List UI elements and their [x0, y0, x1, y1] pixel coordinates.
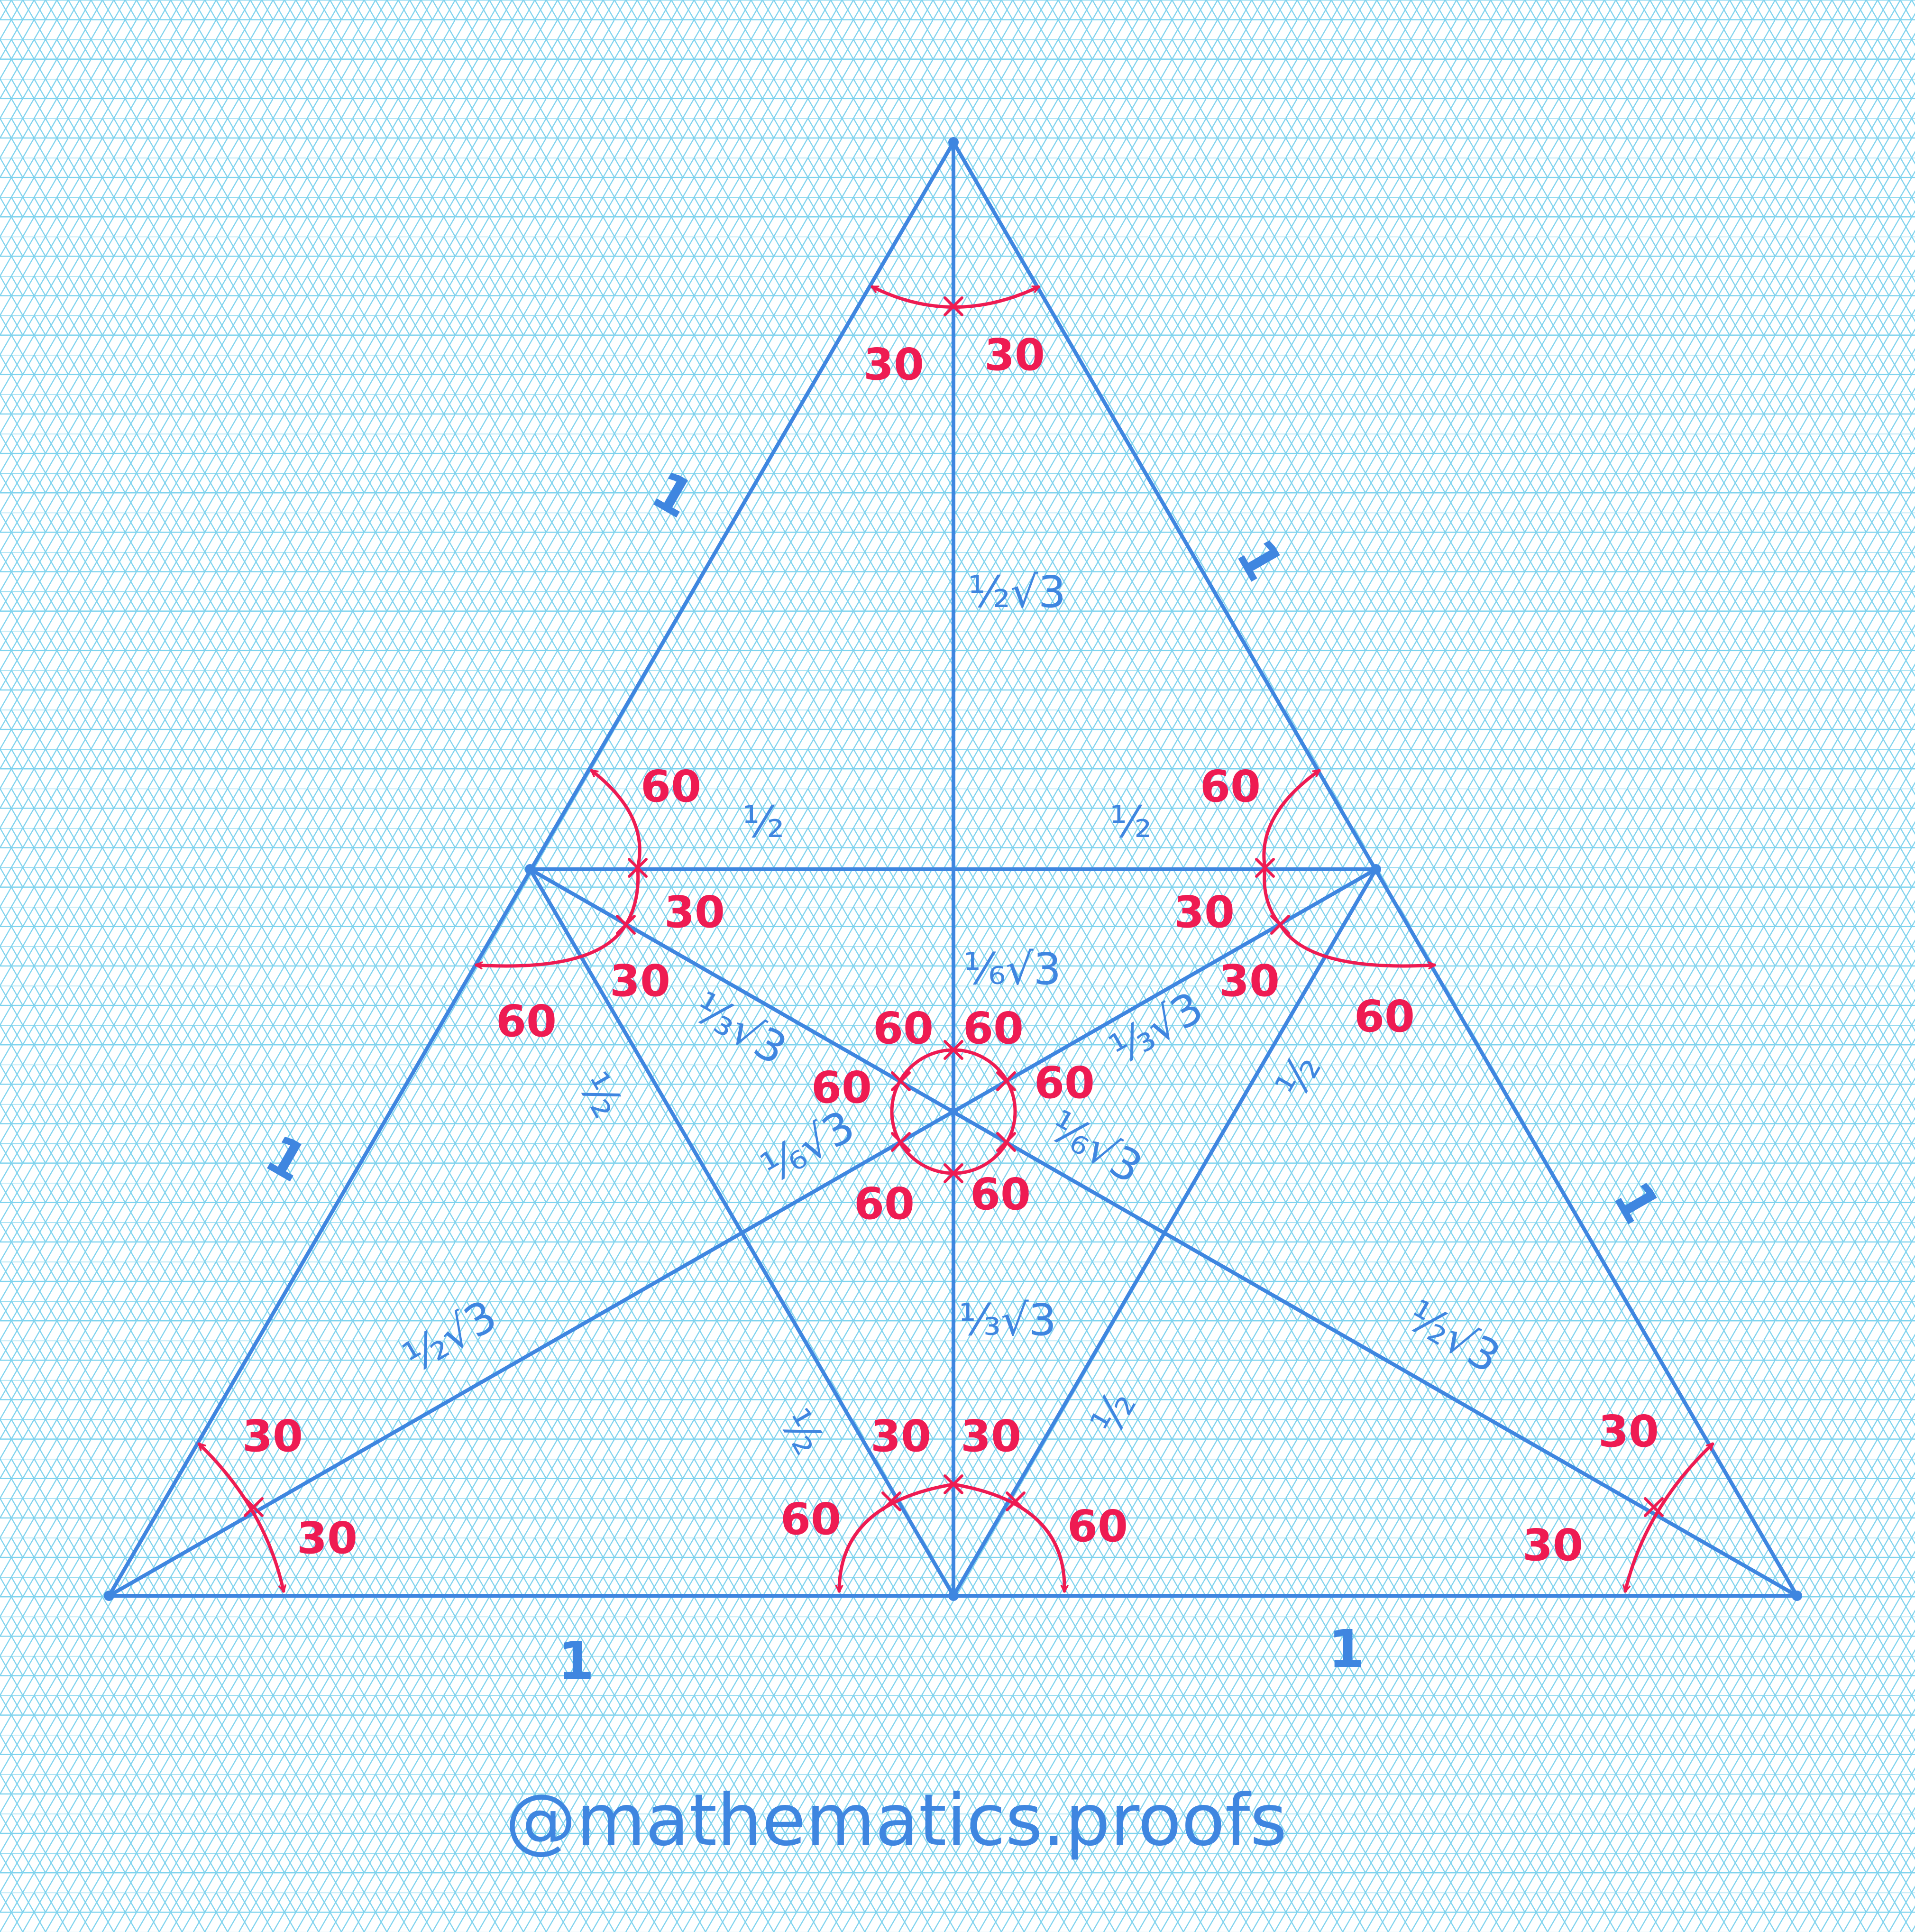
- base-label-right: 1: [1329, 1619, 1365, 1679]
- signature: @mathematics.proofs: [505, 1779, 1287, 1862]
- right-mid-arc-upper: [1262, 769, 1321, 870]
- angle-right-mid-top: 60: [1200, 761, 1261, 812]
- angle-center-3: 60: [811, 1062, 872, 1113]
- angle-labels: 30 30 60 30 30 60 60 30 30 60 60 60 60 6…: [242, 330, 1659, 1571]
- angle-base-mid-right30: 30: [961, 1411, 1021, 1462]
- angle-center-1: 60: [873, 1003, 934, 1054]
- bottom-right-arc: [1622, 1442, 1714, 1593]
- left-mid-arc-upper: [590, 769, 641, 870]
- label-upper-center: ⅙√3: [963, 944, 1061, 994]
- angle-left-mid-middle: 30: [664, 887, 725, 938]
- bottom-left-arc: [197, 1442, 287, 1593]
- left-mid-arc-lower: [475, 923, 628, 970]
- label-mid-left-half: ½: [742, 797, 784, 847]
- angle-bottom-right-top: 30: [1598, 1406, 1659, 1457]
- angle-left-mid-top: 60: [641, 761, 701, 812]
- bottom-right-vertex: [1792, 1591, 1802, 1601]
- label-mid-right-half: ½: [1109, 797, 1152, 847]
- angle-right-mid-out: 60: [1354, 991, 1415, 1042]
- right-midpoint-vertex: [1371, 864, 1381, 874]
- arc-crossing-ticks: [244, 296, 1664, 1517]
- left-mid-arc-middle: [624, 866, 640, 927]
- angle-right-mid-low: 30: [1219, 956, 1280, 1006]
- right-mid-arc-lower: [1278, 923, 1436, 970]
- angle-bottom-right-bottom: 30: [1522, 1520, 1583, 1571]
- angle-base-mid-left60: 60: [780, 1494, 841, 1545]
- label-top-altitude: ½√3: [968, 567, 1066, 617]
- angle-right-mid-middle: 30: [1174, 887, 1235, 938]
- label-lower-center: ⅓√3: [959, 1295, 1056, 1345]
- angle-left-mid-low: 30: [610, 956, 670, 1006]
- base-label-left: 1: [558, 1630, 595, 1691]
- angle-apex-left: 30: [863, 339, 924, 390]
- vertex-dots: [104, 137, 1802, 1601]
- angle-base-mid-right60: 60: [1067, 1501, 1128, 1552]
- angle-center-2: 60: [963, 1003, 1024, 1054]
- base-midpoint-vertex: [948, 1591, 959, 1601]
- angle-center-6: 60: [970, 1169, 1031, 1220]
- angle-apex-right: 30: [984, 330, 1045, 380]
- triangle-construction: [107, 140, 1799, 1598]
- angle-bottom-left-bottom: 30: [297, 1513, 357, 1564]
- apex-vertex: [948, 137, 959, 147]
- right-median: [528, 867, 1799, 1598]
- angle-bottom-left-top: 30: [242, 1411, 303, 1462]
- bottom-left-vertex: [104, 1591, 114, 1601]
- left-midpoint-vertex: [525, 864, 535, 874]
- centroid-vertex: [949, 1107, 958, 1116]
- angle-center-5: 60: [854, 1178, 915, 1229]
- angle-left-mid-out: 60: [496, 996, 557, 1047]
- angle-center-4: 60: [1034, 1058, 1095, 1108]
- left-median: [107, 867, 1378, 1598]
- angle-base-mid-left30: 30: [870, 1411, 931, 1462]
